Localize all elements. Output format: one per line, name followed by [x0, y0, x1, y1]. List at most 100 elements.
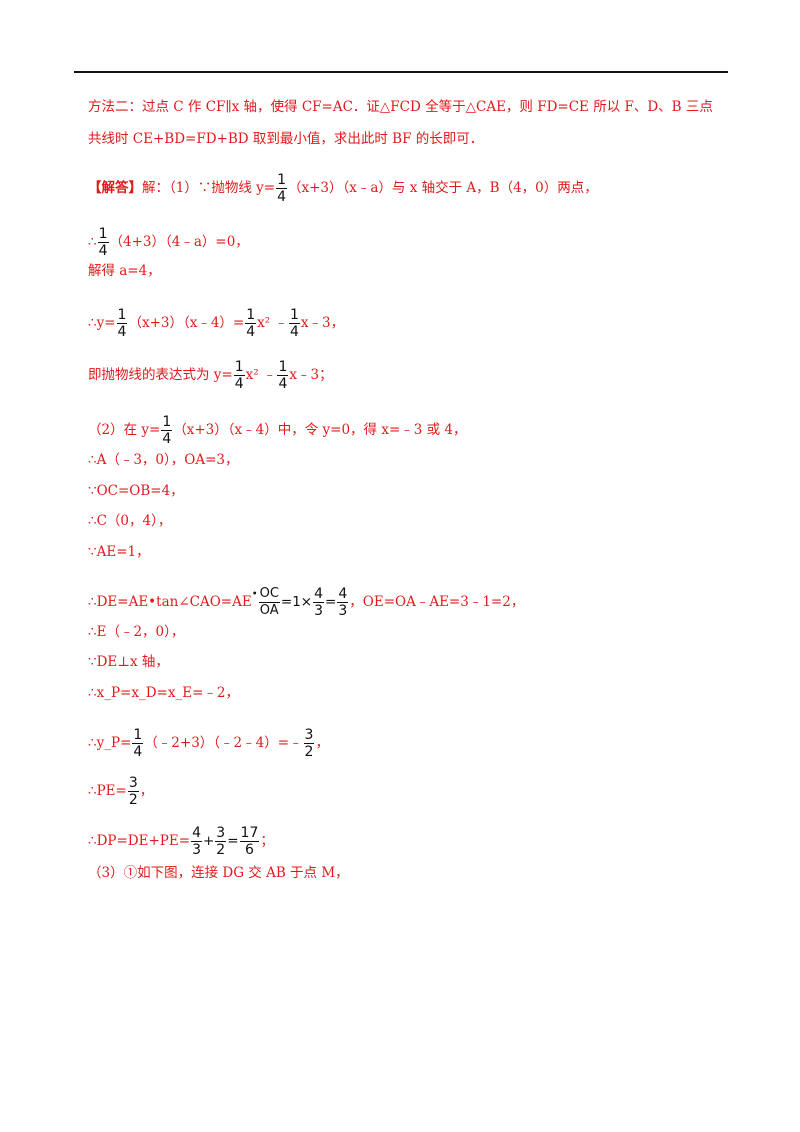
frac-num: 1	[276, 172, 287, 189]
frac-num: 3	[215, 825, 227, 842]
frac-num: 4	[191, 825, 202, 842]
frac-den: 4	[277, 189, 286, 205]
point-c-line: ∴C（0，4），	[88, 513, 172, 529]
frac-den: 4	[133, 744, 143, 760]
text-span: =	[227, 833, 239, 849]
x-coords-line: ∴x_P=x_D=x_E=﹣2，	[88, 685, 239, 701]
text-span: （﹣2+3）（﹣2﹣4）=﹣	[144, 735, 303, 751]
frac-den: 3	[314, 603, 324, 619]
frac-num: 17	[239, 825, 260, 842]
text-span: =	[325, 594, 337, 610]
frac-num: 1	[245, 307, 257, 324]
text-span: +	[202, 833, 215, 849]
point-e-line: ∴E（﹣2，0），	[88, 624, 185, 640]
text-span: 解：（1）∵抛物线 y=	[142, 180, 276, 196]
text-span: ，OE=OA﹣AE=3﹣1=2，	[349, 594, 525, 610]
header-rule	[74, 71, 728, 73]
frac-num: 1	[161, 414, 173, 431]
method-two-line-2: 共线时 CE+BD=FD+BD 取到最小值，求出此时 BF 的长即可．	[88, 131, 484, 147]
text-span: =1×	[280, 594, 313, 610]
text-span: ∴DE=AE•tan∠CAO=AE	[88, 594, 252, 610]
text-span: （x+3）（x﹣4）中，令 y=0，得 x=﹣3 或 4，	[173, 422, 467, 438]
text-span: ∴	[88, 234, 97, 250]
solve-a-line: 解得 a=4，	[88, 263, 161, 279]
frac-num: 1	[288, 307, 300, 324]
frac-den: 4	[234, 376, 244, 392]
frac-den: 2	[128, 792, 138, 808]
oc-ob-line: ∵OC=OB=4，	[88, 483, 184, 499]
text-span: ∴y=	[88, 315, 116, 331]
part3-line: （3）①如下图，连接 DG 交 AB 于点 M，	[88, 865, 349, 881]
solution-tag: 【解答】	[88, 180, 142, 196]
frac-num: OC	[258, 586, 280, 603]
frac-num: 1	[277, 359, 289, 376]
frac-den: 3	[338, 603, 348, 619]
text-span: （4+3）（4﹣a）=0，	[109, 234, 249, 250]
frac-num: 1	[116, 307, 128, 324]
text-span: （x+3）（x﹣a）与 x 轴交于 A，B（4，0）两点，	[288, 180, 598, 196]
text-span: ；	[260, 833, 274, 849]
frac-den: 4	[162, 431, 172, 447]
text-span: 即抛物线的表达式为 y=	[88, 367, 233, 383]
frac-den: 4	[98, 243, 108, 259]
frac-den: 3	[192, 842, 201, 858]
frac-den: 4	[117, 324, 127, 340]
text-span: ∴PE=	[88, 783, 127, 799]
text-span: x﹣3；	[289, 367, 333, 383]
ae-line: ∵AE=1，	[88, 544, 150, 560]
frac-num: 1	[132, 727, 144, 744]
text-span: ，	[139, 783, 154, 799]
frac-num: 1	[97, 226, 109, 243]
text-span: ∴y_P=	[88, 735, 132, 751]
de-perp-line: ∵DE⊥x 轴，	[88, 654, 169, 670]
text-span: （x+3）（x﹣4）=	[128, 315, 245, 331]
frac-num: 4	[337, 586, 349, 603]
dot-symbol: •	[251, 589, 258, 600]
frac-num: 3	[127, 775, 139, 792]
frac-num: 4	[313, 586, 325, 603]
text-span: ，	[315, 735, 329, 751]
frac-num: 3	[303, 727, 315, 744]
text-span: （2）在 y=	[88, 422, 161, 438]
frac-den: 2	[216, 842, 226, 858]
frac-den: 4	[289, 324, 299, 340]
frac-den: OA	[259, 603, 279, 618]
text-span: x﹣3，	[300, 315, 345, 331]
frac-den: 4	[278, 376, 288, 392]
frac-den: 6	[244, 842, 254, 858]
frac-num: 1	[233, 359, 245, 376]
point-a-line: ∴A（﹣3，0），OA=3，	[88, 452, 239, 468]
method-two-line-1: 方法二：过点 C 作 CF∥x 轴，使得 CF=AC．证△FCD 全等于△CAE…	[88, 99, 713, 115]
text-span: x² ﹣	[257, 315, 288, 331]
text-span: ∴DP=DE+PE=	[88, 833, 191, 849]
frac-den: 4	[246, 324, 256, 340]
frac-den: 2	[304, 744, 314, 760]
text-span: x² ﹣	[245, 367, 277, 383]
